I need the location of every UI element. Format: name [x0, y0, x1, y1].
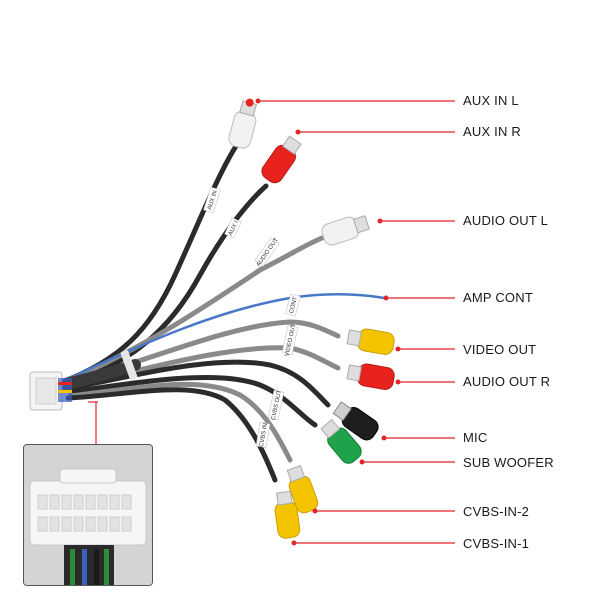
label-aux-in-l: AUX IN L — [463, 93, 519, 108]
tag-aux-in-1: AUX IN — [207, 190, 219, 211]
cable-cvbs-in-1 — [65, 387, 278, 483]
plug-audio-out-r — [356, 363, 395, 390]
connector-closeup-graphic — [24, 445, 152, 585]
label-sub-woofer: SUB WOOFER — [463, 455, 554, 470]
label-amp-cont: AMP CONT — [463, 290, 533, 305]
cable-tie — [120, 350, 138, 380]
label-mic: MIC — [463, 430, 488, 445]
label-cvbs-in-2: CVBS-IN-2 — [463, 504, 530, 519]
label-audio-out-l: AUDIO OUT L — [463, 213, 549, 228]
rca-plugs — [228, 98, 395, 539]
plug-cvbs-in-1 — [274, 501, 301, 539]
cable-aux-in-r — [62, 183, 269, 387]
label-audio-out-r: AUDIO OUT R — [463, 374, 551, 389]
label-aux-in-r: AUX IN R — [463, 124, 521, 139]
main-connector — [29, 371, 72, 411]
cable-mic — [69, 359, 331, 408]
tag-cvbs-in: CVBS IN — [259, 423, 269, 448]
plug-video-out — [356, 328, 395, 355]
cable-aux-in-l — [59, 140, 241, 385]
leader-dots — [255, 98, 401, 546]
leader-lines — [88, 100, 455, 544]
cable-sub-woofer — [69, 374, 318, 428]
label-video-out: VIDEO OUT — [463, 342, 537, 357]
cable-cvbs-in-2 — [67, 381, 293, 463]
tag-amp: CONT — [289, 296, 299, 314]
connector-closeup-inset — [23, 444, 153, 586]
cable-amp-cont — [68, 293, 386, 380]
label-cvbs-in-1: CVBS-IN-1 — [463, 536, 530, 551]
